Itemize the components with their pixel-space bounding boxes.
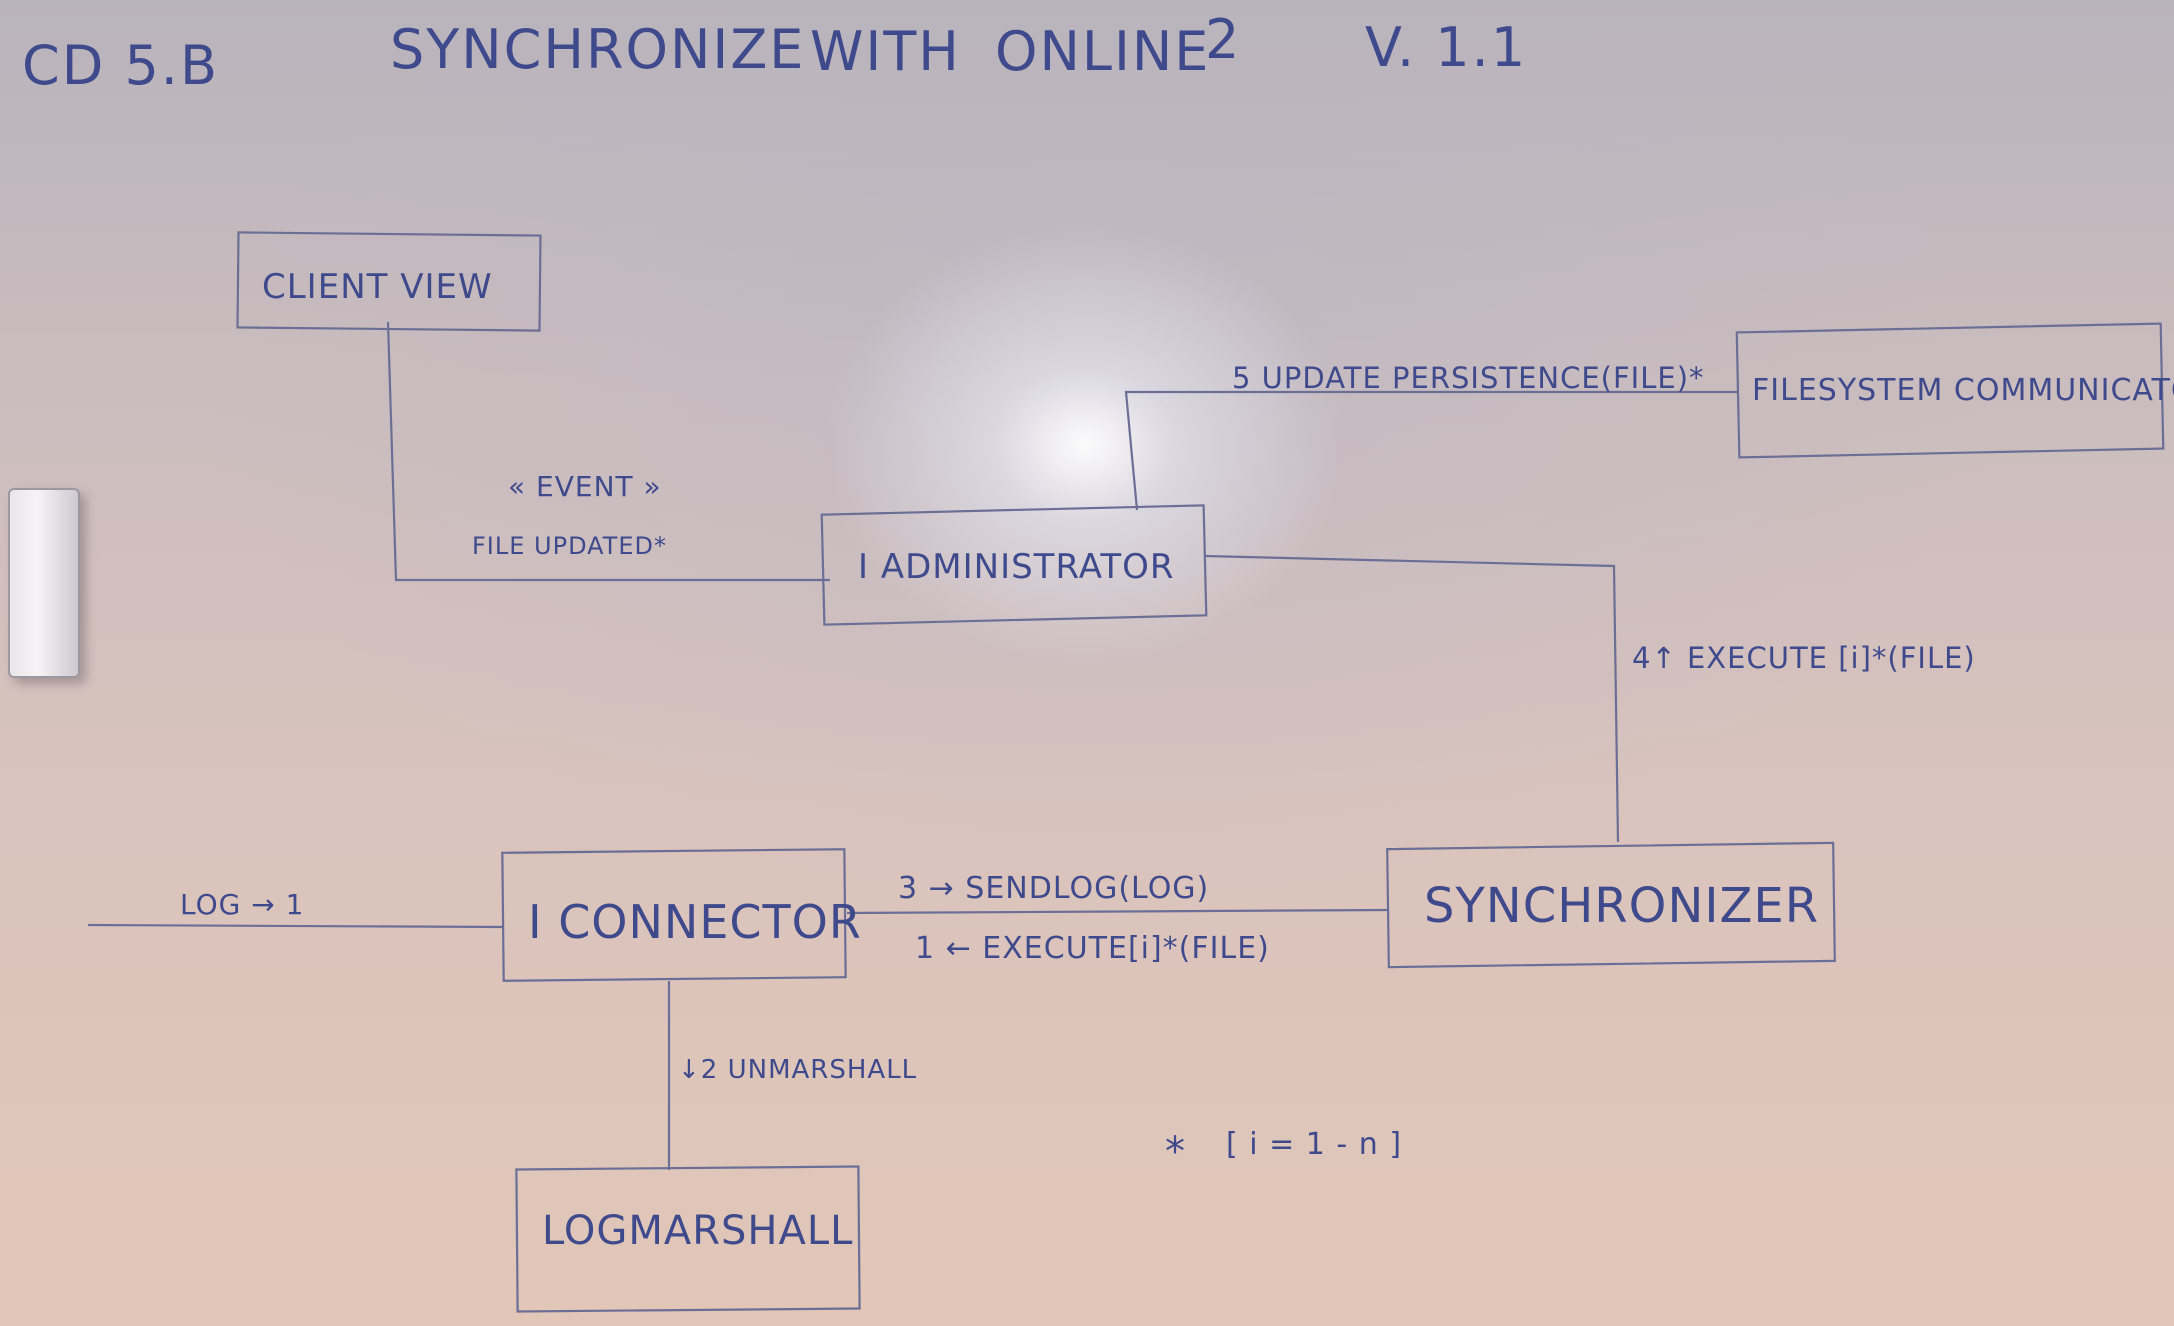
execute-connector-label: 1 ← EXECUTE[i]*(FILE) [915,931,1270,966]
client-view-label: CLIENT VIEW [262,267,493,307]
log-input-label: LOG → 1 [180,888,304,921]
filesystem-communicator-box [1735,322,2165,459]
administrator-label: I ADMINISTRATOR [858,547,1174,587]
title-word-synchronize: SYNCHRONIZE [390,18,805,81]
update-persistence-label: 5 UPDATE PERSISTENCE(FILE)* [1232,361,1705,395]
connector-box [501,848,847,982]
clientview-administrator-link [386,321,830,582]
event-stereotype-label: « EVENT » [508,470,662,503]
file-updated-label: FILE UPDATED* [472,532,667,560]
send-log-label: 3 → SENDLOG(LOG) [898,871,1209,906]
administrator-filesystem-link [1124,390,1738,511]
administrator-synchronizer-link [1204,554,1620,843]
connector-label: I CONNECTOR [528,895,862,949]
logmarshall-label: LOGMARSHALL [542,1208,853,1254]
iteration-star: * [1165,1129,1186,1175]
client-view-box [236,231,542,332]
title-word-2: 2 [1205,8,1241,71]
logmarshall-box [515,1165,861,1313]
title-word-with: WITH [810,20,961,83]
execute-admin-label: 4↑ EXECUTE [i]*(FILE) [1632,641,1976,675]
iteration-range-note: [ i = 1 - n ] [1226,1127,1402,1162]
diagram-version: V. 1.1 [1365,16,1527,79]
log-input-line [87,923,504,929]
synchronizer-label: SYNCHRONIZER [1424,878,1819,934]
synchronizer-box [1386,841,1836,969]
filesystem-communicator-label: FILESYSTEM COMMUNICATOR [1752,373,2174,408]
title-word-online: ONLINE [995,20,1210,83]
unmarshall-label: ↓2 UNMARSHALL [678,1055,917,1085]
connector-synchronizer-link [846,908,1389,915]
administrator-box [820,504,1208,626]
whiteboard-eraser [8,488,80,678]
diagram-code: CD 5.B [22,34,219,97]
